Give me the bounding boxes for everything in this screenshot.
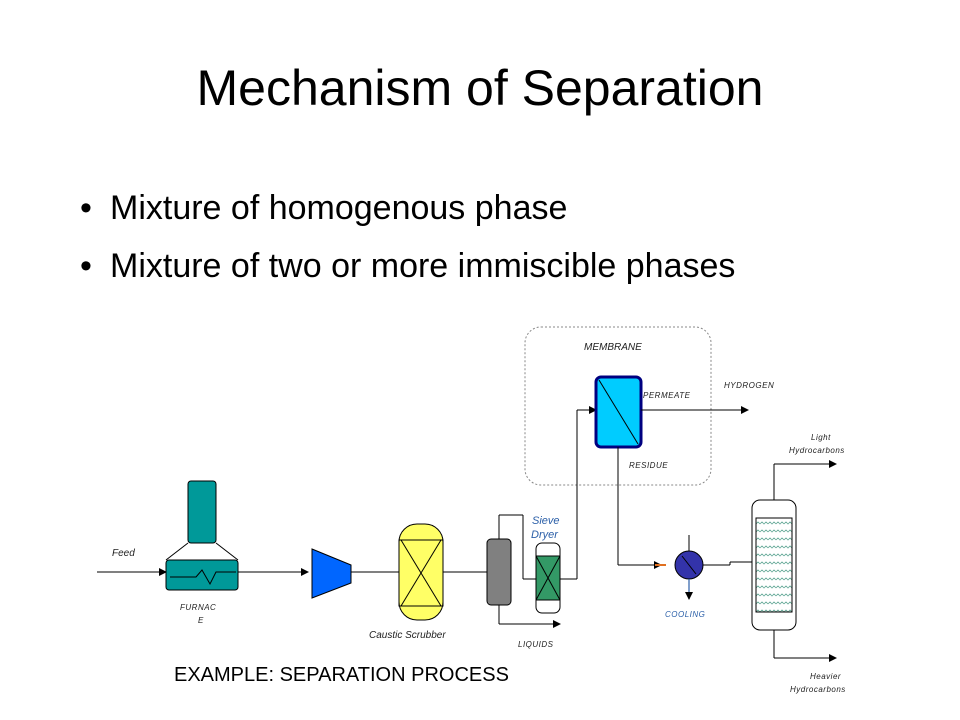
slide-title: Mechanism of Separation bbox=[196, 60, 764, 116]
residue-label: RESIDUE bbox=[629, 461, 668, 470]
sieve-dryer-label: Sieve bbox=[532, 515, 560, 527]
column-packing bbox=[755, 517, 793, 613]
cooling-label: COOLING bbox=[665, 610, 705, 619]
bullet-text: Mixture of two or more immiscible phases bbox=[110, 247, 736, 285]
furnace-label-2: E bbox=[198, 616, 204, 625]
heavier-hydrocarbons-label-2: Hydrocarbons bbox=[790, 685, 846, 694]
bullet-list: • Mixture of homogenous phase • Mixture … bbox=[80, 188, 810, 304]
bullet-dot: • bbox=[80, 189, 92, 227]
light-hydrocarbons-label: Light bbox=[811, 433, 831, 442]
furnace-coil bbox=[170, 569, 236, 586]
furnace-label: FURNAC bbox=[180, 603, 216, 612]
bullet-dot: • bbox=[80, 247, 92, 285]
permeate-label: PERMEATE bbox=[643, 391, 691, 400]
membrane-label: MEMBRANE bbox=[584, 342, 642, 353]
membrane-enclosure bbox=[524, 326, 712, 486]
light-hydrocarbons-label-2: Hydrocarbons bbox=[789, 446, 845, 455]
caustic-scrubber-label: Caustic Scrubber bbox=[369, 630, 446, 641]
bullet-text: Mixture of homogenous phase bbox=[110, 189, 568, 227]
compressor bbox=[311, 548, 352, 599]
diagram-caption: EXAMPLE: SEPARATION PROCESS bbox=[174, 664, 509, 686]
heavier-hydrocarbons-label: Heavier bbox=[810, 672, 841, 681]
bullet-item: • Mixture of two or more immiscible phas… bbox=[80, 246, 810, 286]
hydrogen-label: HYDROGEN bbox=[724, 381, 774, 390]
liquids-label: LIQUIDS bbox=[518, 640, 554, 649]
furnace-box bbox=[165, 559, 239, 591]
bullet-item: • Mixture of homogenous phase bbox=[80, 188, 810, 228]
furnace-stack bbox=[187, 480, 217, 544]
flash-drum bbox=[486, 538, 512, 606]
sieve-dryer-label-2: Dryer bbox=[531, 529, 559, 541]
feed-label: Feed bbox=[112, 548, 135, 559]
